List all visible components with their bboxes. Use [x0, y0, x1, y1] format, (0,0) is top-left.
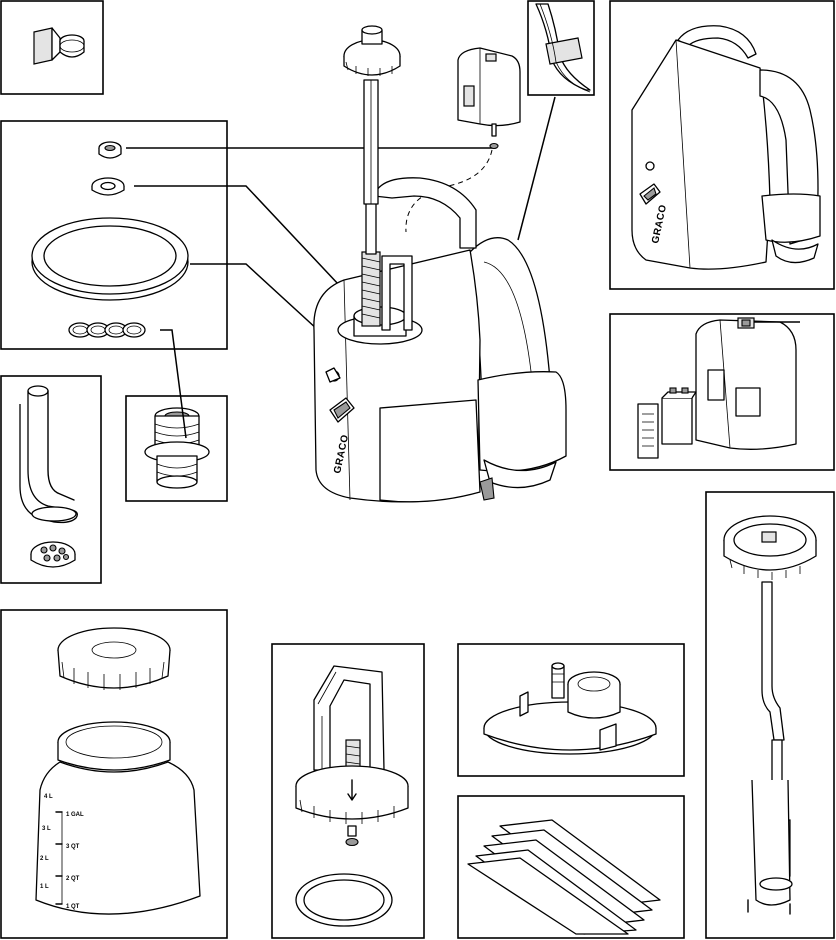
bottle-side-mark-1: 4 L — [44, 794, 53, 800]
panel-pump-fitting — [126, 396, 227, 501]
panel-strap-detail — [528, 1, 594, 95]
panel-battery-compartment — [610, 314, 834, 470]
panel-seals-orings — [1, 121, 227, 349]
exploded-wand-lid — [344, 26, 400, 204]
bottle-cap-part — [58, 628, 170, 690]
strainer-part — [31, 542, 75, 567]
panel-pickup-tube — [1, 376, 101, 583]
washer-part — [92, 178, 124, 195]
panel-filter-sheets — [458, 796, 684, 938]
bottle-side-mark-2: 3 L — [42, 826, 51, 832]
bottle-grad-2qt: 2 QT — [66, 876, 80, 882]
bottle-grad-1gal: 1 GAL — [66, 812, 84, 818]
small-seal-part — [99, 142, 121, 158]
panel-nozzle-clip — [1, 1, 103, 94]
bottle-grad-1qt: 1 QT — [66, 904, 80, 910]
bottle-grad-3qt: 3 QT — [66, 844, 80, 850]
panel-bottle: 4 L 3 L 2 L 1 L 1 GAL 3 QT 2 QT 1 QT — [1, 610, 227, 938]
panel-tank-lid — [458, 644, 684, 776]
large-gasket-part — [32, 218, 188, 300]
panel-handle-lid — [272, 644, 424, 938]
bottle-side-mark-4: 1 L — [40, 884, 49, 890]
panel-backpack-rear: GRACO — [610, 1, 834, 289]
backpack-sprayer-main: GRACO — [314, 178, 566, 502]
exploded-battery-module — [458, 48, 520, 149]
bottle-side-mark-3: 2 L — [40, 856, 49, 862]
panel-wand-assembly — [706, 492, 834, 938]
